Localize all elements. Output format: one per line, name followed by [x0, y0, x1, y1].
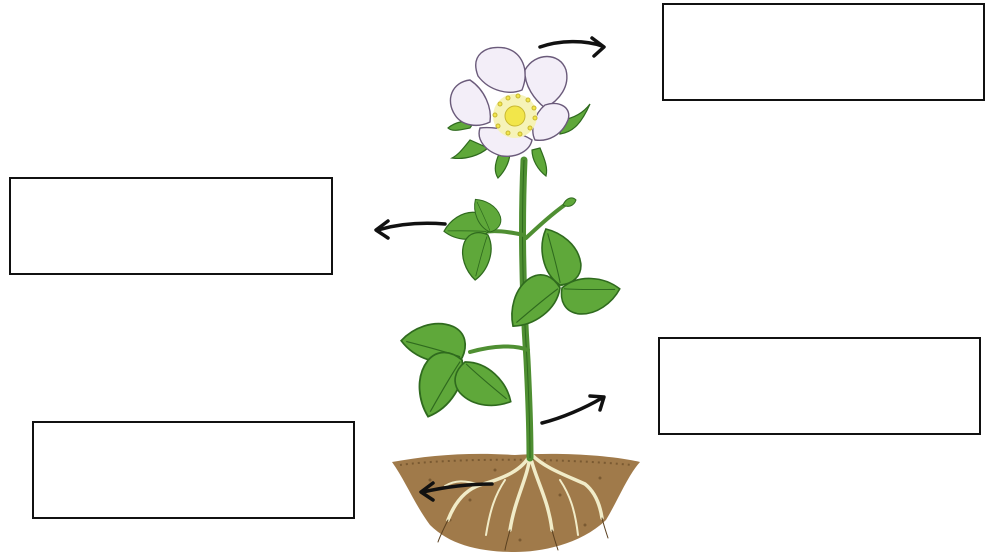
root-label-box[interactable] — [32, 421, 355, 519]
root-label-input[interactable] — [34, 423, 357, 519]
leaf-label-box[interactable] — [9, 177, 333, 275]
arrow-icon — [542, 396, 604, 423]
leaf-icon — [499, 229, 620, 329]
flower-label-box[interactable] — [662, 3, 985, 101]
leaf-icon — [443, 197, 502, 281]
arrow-icon — [376, 221, 445, 238]
flower-label-input[interactable] — [664, 5, 987, 101]
arrow-icon — [540, 38, 604, 56]
leaf-label-input[interactable] — [11, 179, 335, 275]
leaf-icon — [400, 306, 513, 421]
stem-label-input[interactable] — [660, 339, 983, 435]
stem-label-box[interactable] — [658, 337, 981, 435]
